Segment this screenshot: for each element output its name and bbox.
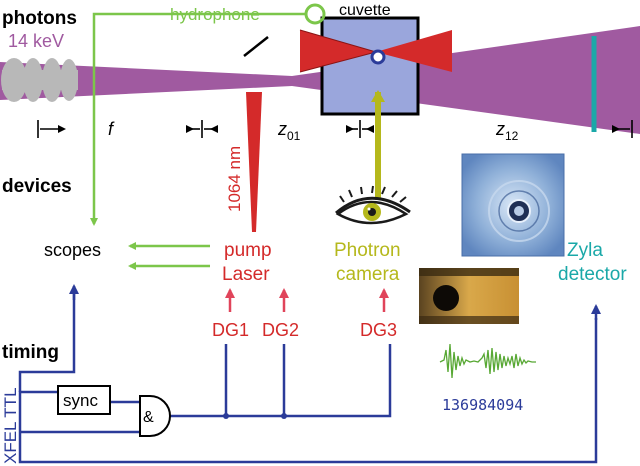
pump-laser-label-1: pump [224, 240, 272, 261]
dg1-label: DG1 [212, 320, 249, 340]
junction-dot-2 [281, 413, 287, 419]
zyla-image-inset [461, 153, 565, 257]
laser-cone-right [376, 30, 452, 72]
counter-label: 136984094 [442, 396, 523, 414]
z01-label: z01 [277, 119, 301, 143]
sync-box [57, 385, 111, 415]
zyla-label-1: Zyla [567, 240, 603, 261]
hydrophone-waveform [439, 343, 536, 379]
focal-length-label: f [108, 119, 115, 139]
xfel-ttl-label: XFEL TTL [1, 387, 20, 464]
scopes-label: scopes [44, 240, 101, 260]
dg3-label: DG3 [360, 320, 397, 340]
eye-icon [335, 185, 411, 225]
mirror-icon [243, 36, 269, 57]
camera-label-2: camera [336, 264, 400, 285]
camera-image-inset [419, 268, 519, 324]
devices-label: devices [2, 176, 72, 197]
and-gate-symbol: & [143, 409, 154, 426]
zyla-label-2: detector [558, 264, 627, 285]
hydrophone-label: hydrophone [170, 5, 260, 24]
laser-cone-left [300, 30, 376, 72]
sync-label: sync [63, 391, 98, 410]
pump-laser-beam [246, 92, 262, 232]
dg2-label: DG2 [262, 320, 299, 340]
timing-label: timing [2, 342, 59, 363]
junction-dot-1 [223, 413, 229, 419]
camera-label-1: Photron [334, 240, 401, 261]
cuvette-box [320, 16, 420, 116]
distance-markers [37, 120, 633, 138]
crl-lens-stack [1, 58, 78, 102]
cavitation-bubble [370, 49, 386, 65]
hydrophone-icon [304, 3, 326, 25]
wavelength-label: 1064 nm [225, 146, 244, 212]
and-gate [139, 395, 171, 437]
photons-label: photons [2, 8, 77, 29]
cuvette-label: cuvette [339, 2, 391, 19]
z12-label: z12 [495, 119, 519, 143]
photon-energy-label: 14 keV [8, 31, 64, 51]
hydrophone-signal-line [90, 12, 306, 226]
pump-laser-label-2: Laser [222, 264, 270, 285]
timing-wires [18, 290, 598, 464]
photon-beam [0, 26, 640, 134]
